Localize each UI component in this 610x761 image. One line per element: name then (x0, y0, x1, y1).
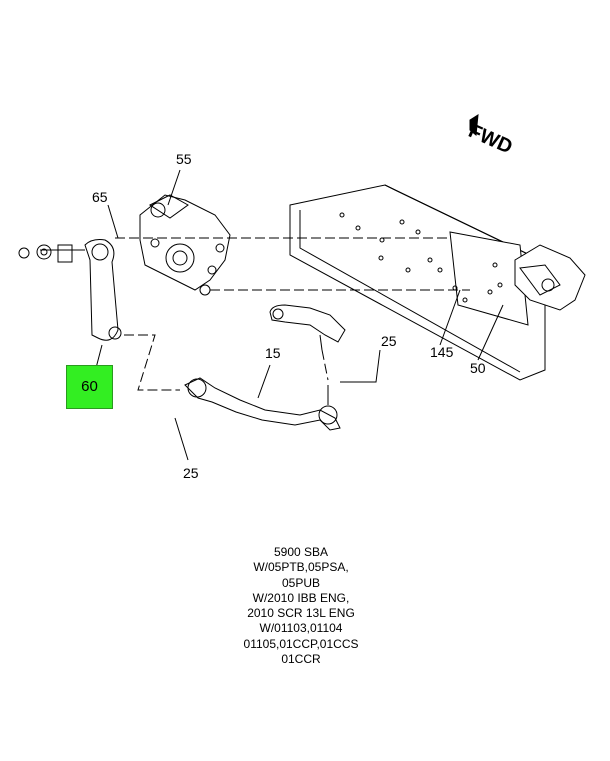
note-line: 2010 SCR 13L ENG (247, 606, 355, 621)
callout-50: 50 (470, 360, 486, 376)
note-line: 5900 SBA (273, 545, 329, 559)
note-line: W/05PTB,05PSA, (253, 560, 349, 575)
note-line: 01105,01CCP,01CCS (243, 636, 359, 651)
note-line: W/2010 IBB ENG, (252, 590, 350, 605)
tie-rod-end (269, 304, 346, 351)
callout-25-upper: 25 (381, 333, 397, 349)
callout-leaders (95, 169, 504, 461)
highlighted-part-60[interactable]: 60 (66, 365, 113, 409)
frame-bracket (289, 184, 586, 381)
applicability-notes: 5900 SBA W/05PTB,05PSA, 05PUB W/2010 IBB… (216, 545, 386, 667)
callout-65: 65 (92, 189, 108, 205)
callout-15: 15 (265, 345, 281, 361)
callout-145: 145 (430, 344, 454, 360)
phantom-lines (115, 237, 470, 391)
steering-gear (139, 194, 231, 296)
pitman-arm (18, 239, 122, 341)
drag-link (184, 377, 341, 431)
callout-55: 55 (176, 151, 192, 167)
note-line: 05PUB (281, 575, 321, 590)
note-line: W/01103,01104 (259, 621, 343, 636)
note-line: 01CCR (281, 652, 321, 667)
callout-60: 60 (81, 378, 98, 395)
callout-25-lower: 25 (183, 465, 199, 481)
